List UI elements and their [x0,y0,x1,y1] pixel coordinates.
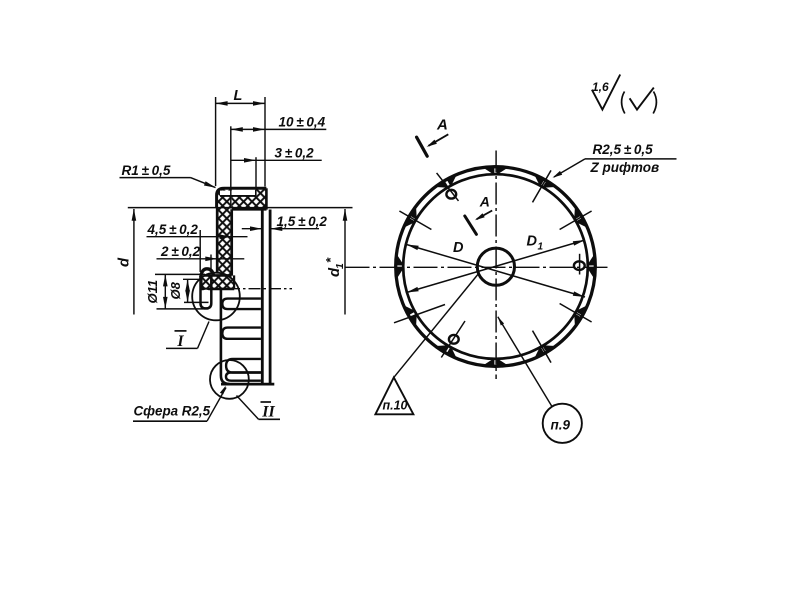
svg-text:1,5 ± 0,2: 1,5 ± 0,2 [277,214,328,229]
svg-text:4,5 ± 0,2: 4,5 ± 0,2 [147,222,199,237]
svg-text:A: A [479,194,490,210]
svg-text:I: I [176,333,184,350]
svg-text:d: d [116,257,133,267]
svg-text:1: 1 [334,263,346,269]
svg-text:1,6: 1,6 [592,80,609,94]
svg-text:Ø8: Ø8 [168,281,183,299]
svg-text:п.9: п.9 [551,418,571,433]
svg-text:d: d [326,267,343,277]
svg-text:L: L [234,88,243,104]
svg-text:п.10: п.10 [383,399,408,413]
svg-text:*: * [323,257,338,263]
svg-text:A: A [436,117,448,134]
svg-text:1: 1 [538,242,544,253]
svg-text:II: II [261,404,275,421]
svg-text:R2,5 ± 0,5: R2,5 ± 0,5 [593,142,654,157]
svg-text:Ø11: Ø11 [145,280,160,304]
svg-text:D: D [453,240,464,256]
svg-text:2 ± 0,2: 2 ± 0,2 [160,244,201,259]
svg-text:10 ± 0,4: 10 ± 0,4 [279,114,326,129]
svg-text:D: D [527,234,538,250]
svg-text:3 ± 0,2: 3 ± 0,2 [275,145,315,160]
svg-text:Z рифтов: Z рифтов [590,160,660,175]
svg-text:Сфера R2,5: Сфера R2,5 [134,404,211,419]
svg-text:R1 ± 0,5: R1 ± 0,5 [122,163,171,178]
